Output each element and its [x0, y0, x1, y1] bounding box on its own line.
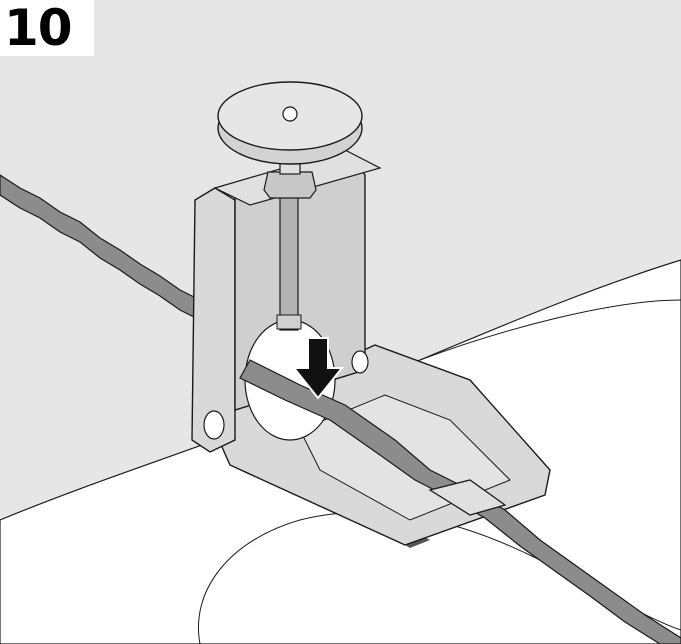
threaded-rod	[279, 179, 299, 331]
bracket-side-hole	[351, 350, 369, 374]
step-number: 10	[0, 0, 94, 56]
strap-buckle	[428, 479, 507, 516]
rod-collar	[276, 314, 302, 330]
hex-nut	[263, 171, 317, 199]
down-arrow-icon	[291, 337, 345, 400]
bracket-pivot-hole	[203, 410, 225, 440]
knob-screw	[282, 106, 298, 122]
surface-edge-line	[419, 299, 681, 361]
